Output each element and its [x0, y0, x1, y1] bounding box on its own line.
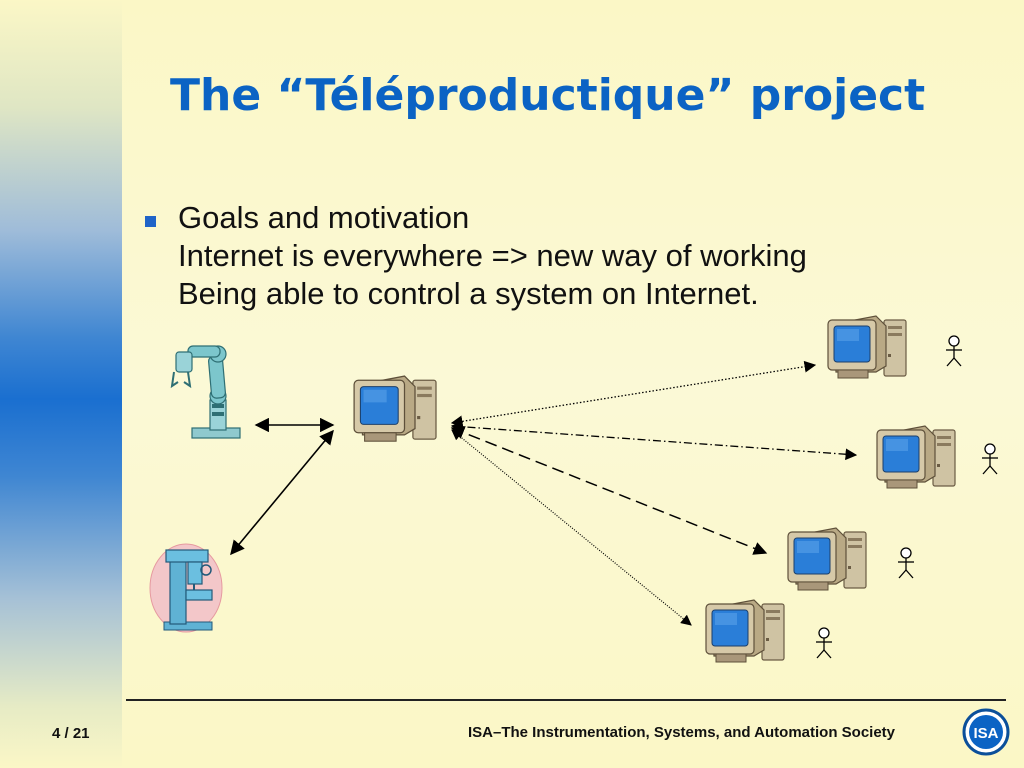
- client-computer-icon: [705, 599, 785, 663]
- left-gradient-band: [0, 0, 122, 768]
- footer-organization: ISA–The Instrumentation, Systems, and Au…: [468, 724, 896, 741]
- user-stick-figure-icon: [815, 627, 833, 659]
- bullet-line-control: Being able to control a system on Intern…: [178, 276, 759, 311]
- isa-logo-text: ISA: [973, 725, 998, 742]
- internet-link-arrow: [450, 360, 817, 428]
- bullet-line-internet: Internet is everywhere => new way of wor…: [178, 238, 807, 273]
- bullet-marker: [145, 216, 156, 227]
- client-computer-icon: [827, 315, 907, 379]
- machine-tool-icon: [149, 543, 223, 633]
- page-number: 4 / 21: [52, 725, 90, 742]
- isa-logo-icon: ISA: [962, 708, 1010, 756]
- user-stick-figure-icon: [897, 547, 915, 579]
- internet-link-arrow: [450, 426, 768, 555]
- internet-link-arrow: [450, 420, 858, 461]
- network-diagram: [149, 315, 999, 663]
- server-computer-icon: [353, 375, 437, 442]
- client-computer-icon: [787, 527, 867, 591]
- client-computer-icon: [876, 425, 956, 489]
- user-stick-figure-icon: [945, 335, 963, 367]
- footer-divider: [126, 699, 1006, 701]
- user-stick-figure-icon: [981, 443, 999, 475]
- internet-link-arrow: [451, 429, 692, 626]
- slide-title: The “Téléproductique” project: [170, 70, 926, 121]
- bullet-heading: Goals and motivation: [178, 200, 470, 235]
- robot-arm-icon: [170, 345, 241, 439]
- machine-link-arrow: [230, 429, 334, 556]
